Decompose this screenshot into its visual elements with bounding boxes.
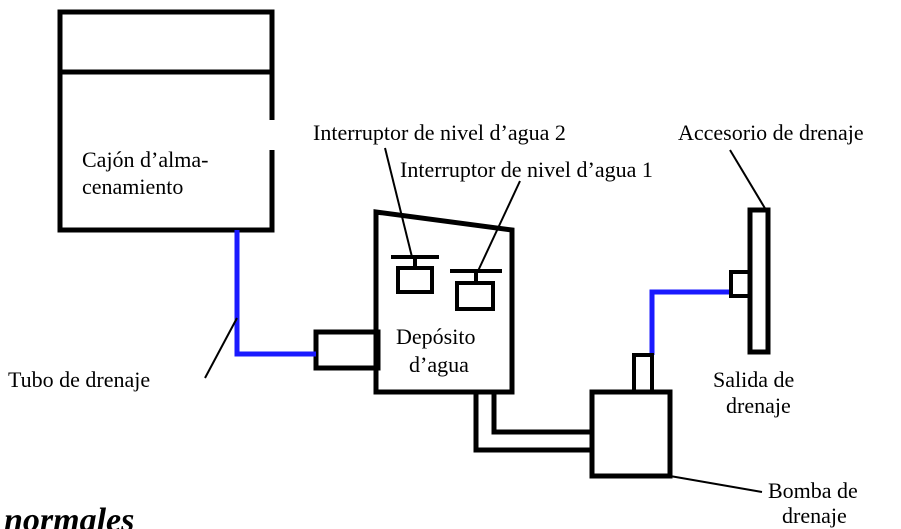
tank-to-pump-pipe [473, 392, 592, 453]
leader-lines [204, 147, 767, 493]
leader-switch-2 [384, 147, 413, 258]
drain-pump-label-line2: drenaje [782, 503, 847, 528]
drain-pump-label-line1: Bomba de [768, 478, 858, 503]
pump-outlet-stub [632, 353, 654, 394]
drain-pump [589, 389, 673, 479]
pump-to-fitting-line [649, 289, 731, 355]
water-tank-label-line2: d’agua [409, 352, 469, 377]
level-switch-1 [450, 269, 502, 311]
leader-drain-hose [204, 317, 238, 379]
storage-drawer-label-line2: cenamiento [82, 174, 183, 199]
drain-fitting-label: Accesorio de drenaje [678, 120, 864, 145]
water-level-switch-2-label: Interruptor de nivel d’agua 2 [313, 120, 566, 145]
drain-outlet-plate [747, 207, 771, 355]
leader-drain-fitting [729, 149, 767, 211]
border-gap [268, 120, 278, 150]
drain-fitting-stub [729, 270, 752, 298]
drain-hose-line [234, 230, 316, 357]
level-switch-2 [391, 255, 439, 294]
water-level-switch-1-label: Interruptor de nivel d’agua 1 [400, 157, 653, 182]
drain-outlet-label-line2: drenaje [726, 393, 791, 418]
tank-inlet-stub [313, 329, 381, 371]
water-tank-label-line1: Depósito [396, 324, 475, 349]
drain-outlet-label-line1: Salida de [713, 367, 794, 392]
leader-switch-1 [477, 180, 521, 272]
section-heading-fragment: normales [4, 502, 134, 529]
leader-drain-pump [669, 475, 763, 493]
storage-drawer-label-line1: Cajón d’alma- [82, 147, 208, 172]
drain-hose-label: Tubo de drenaje [8, 367, 150, 392]
